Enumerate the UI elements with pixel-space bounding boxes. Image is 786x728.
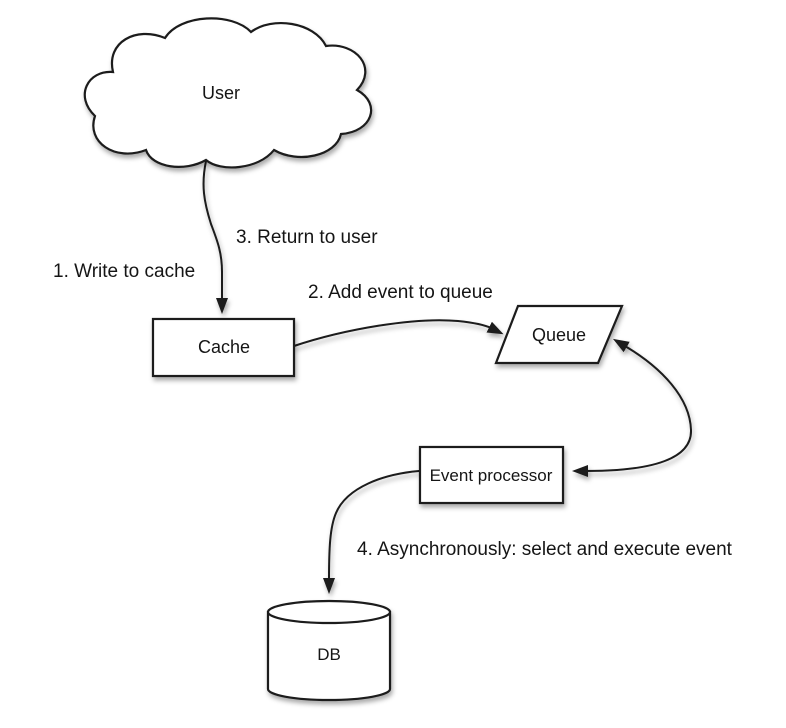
node-cache-shape [151, 317, 296, 378]
node-user-label: User [202, 83, 240, 103]
node-cache-label: Cache [198, 337, 250, 357]
edge-label-step3: 3. Return to user [236, 227, 378, 248]
edge-cache-to-queue [293, 319, 504, 347]
node-db-label: DB [317, 645, 341, 664]
node-db-shape [266, 599, 392, 702]
edge-label-step4: 4. Asynchronously: select and execute ev… [357, 539, 733, 560]
node-event-processor-shape [418, 445, 565, 505]
edge-event-processor-to-db [323, 470, 420, 594]
node-event-processor-label: Event processor [430, 466, 553, 485]
edge-user-to-cache [202, 160, 228, 314]
edge-label-step2: 2. Add event to queue [308, 282, 493, 303]
node-queue-label: Queue [532, 325, 586, 345]
node-queue-shape [494, 304, 624, 365]
edge-label-step1: 1. Write to cache [53, 261, 195, 282]
edge-queue-event-processor [572, 338, 693, 477]
node-user-cloud-shape [83, 17, 373, 169]
